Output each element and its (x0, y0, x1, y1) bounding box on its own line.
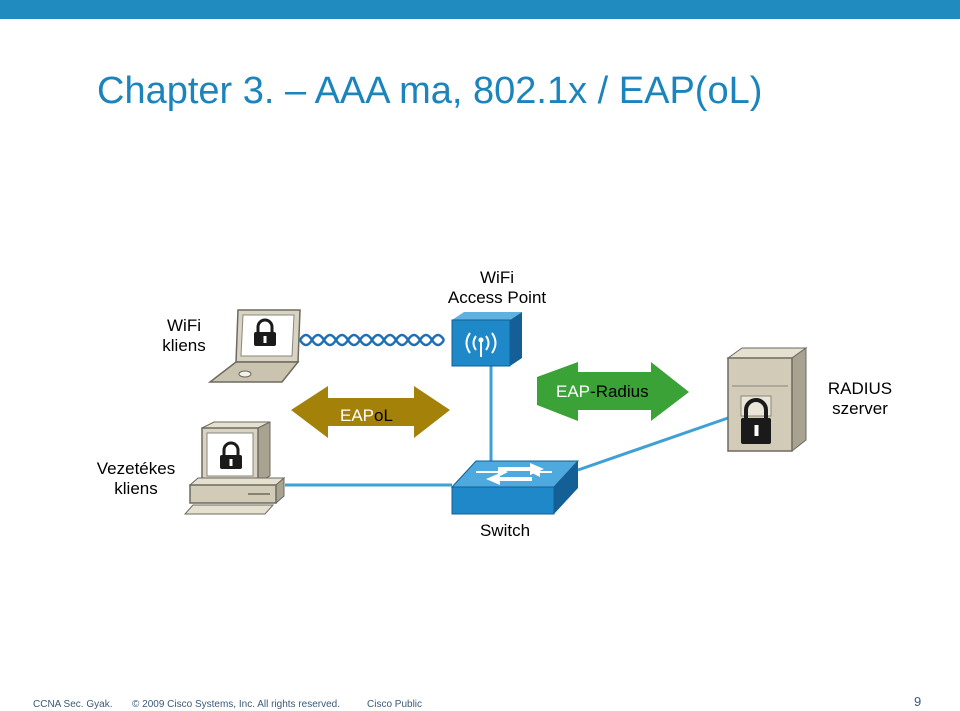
wifi-client-label-line1: WiFi (167, 316, 201, 335)
eap-radius-label-eap: EAP (556, 382, 591, 401)
radius-server-label-line2: szerver (832, 399, 888, 418)
eap-radius-label-radius: -Radius (590, 382, 649, 401)
switch-label: Switch (479, 521, 531, 540)
switch-icon (450, 460, 580, 515)
wireless-link-icon (298, 333, 446, 347)
footer-classification: Cisco Public (367, 699, 423, 710)
access-point-label-line1: WiFi (480, 268, 514, 287)
lock-icon (254, 318, 276, 346)
eap-radius-label: EAP-Radius (556, 382, 649, 402)
footer-copyright: © 2009 Cisco Systems, Inc. All rights re… (132, 699, 341, 710)
desktop-computer-icon (183, 421, 286, 515)
top-banner (0, 0, 960, 19)
slide-title: Chapter 3. – AAA ma, 802.1x / EAP(oL) (97, 70, 763, 112)
access-point-label: WiFi Access Point (431, 268, 563, 308)
wifi-client-label-line2: kliens (162, 336, 206, 355)
laptop-icon (207, 309, 301, 383)
footer-course: CCNA Sec. Gyak. (33, 699, 113, 710)
eap-radius-arrow (537, 362, 689, 421)
eapol-label: EAPoL (340, 406, 393, 426)
wired-client-label-line1: Vezetékes (96, 459, 176, 478)
radius-server-label: RADIUS szerver (812, 379, 908, 419)
switch-to-radius-link (577, 416, 729, 472)
wired-client-label: Vezetékes kliens (82, 459, 190, 499)
radius-server-label-line1: RADIUS (827, 379, 893, 398)
eapol-label-eap: EAP (340, 406, 375, 425)
wired-client-label-line2: kliens (114, 479, 158, 498)
eapol-label-ol: oL (374, 406, 393, 425)
page-number: 9 (914, 694, 922, 709)
access-point-label-line2: Access Point (447, 288, 547, 307)
lock-icon (220, 441, 242, 469)
eapol-arrow (291, 386, 450, 438)
lock-icon (741, 398, 771, 444)
access-point-icon (451, 312, 522, 367)
wifi-client-label: WiFi kliens (150, 316, 218, 356)
